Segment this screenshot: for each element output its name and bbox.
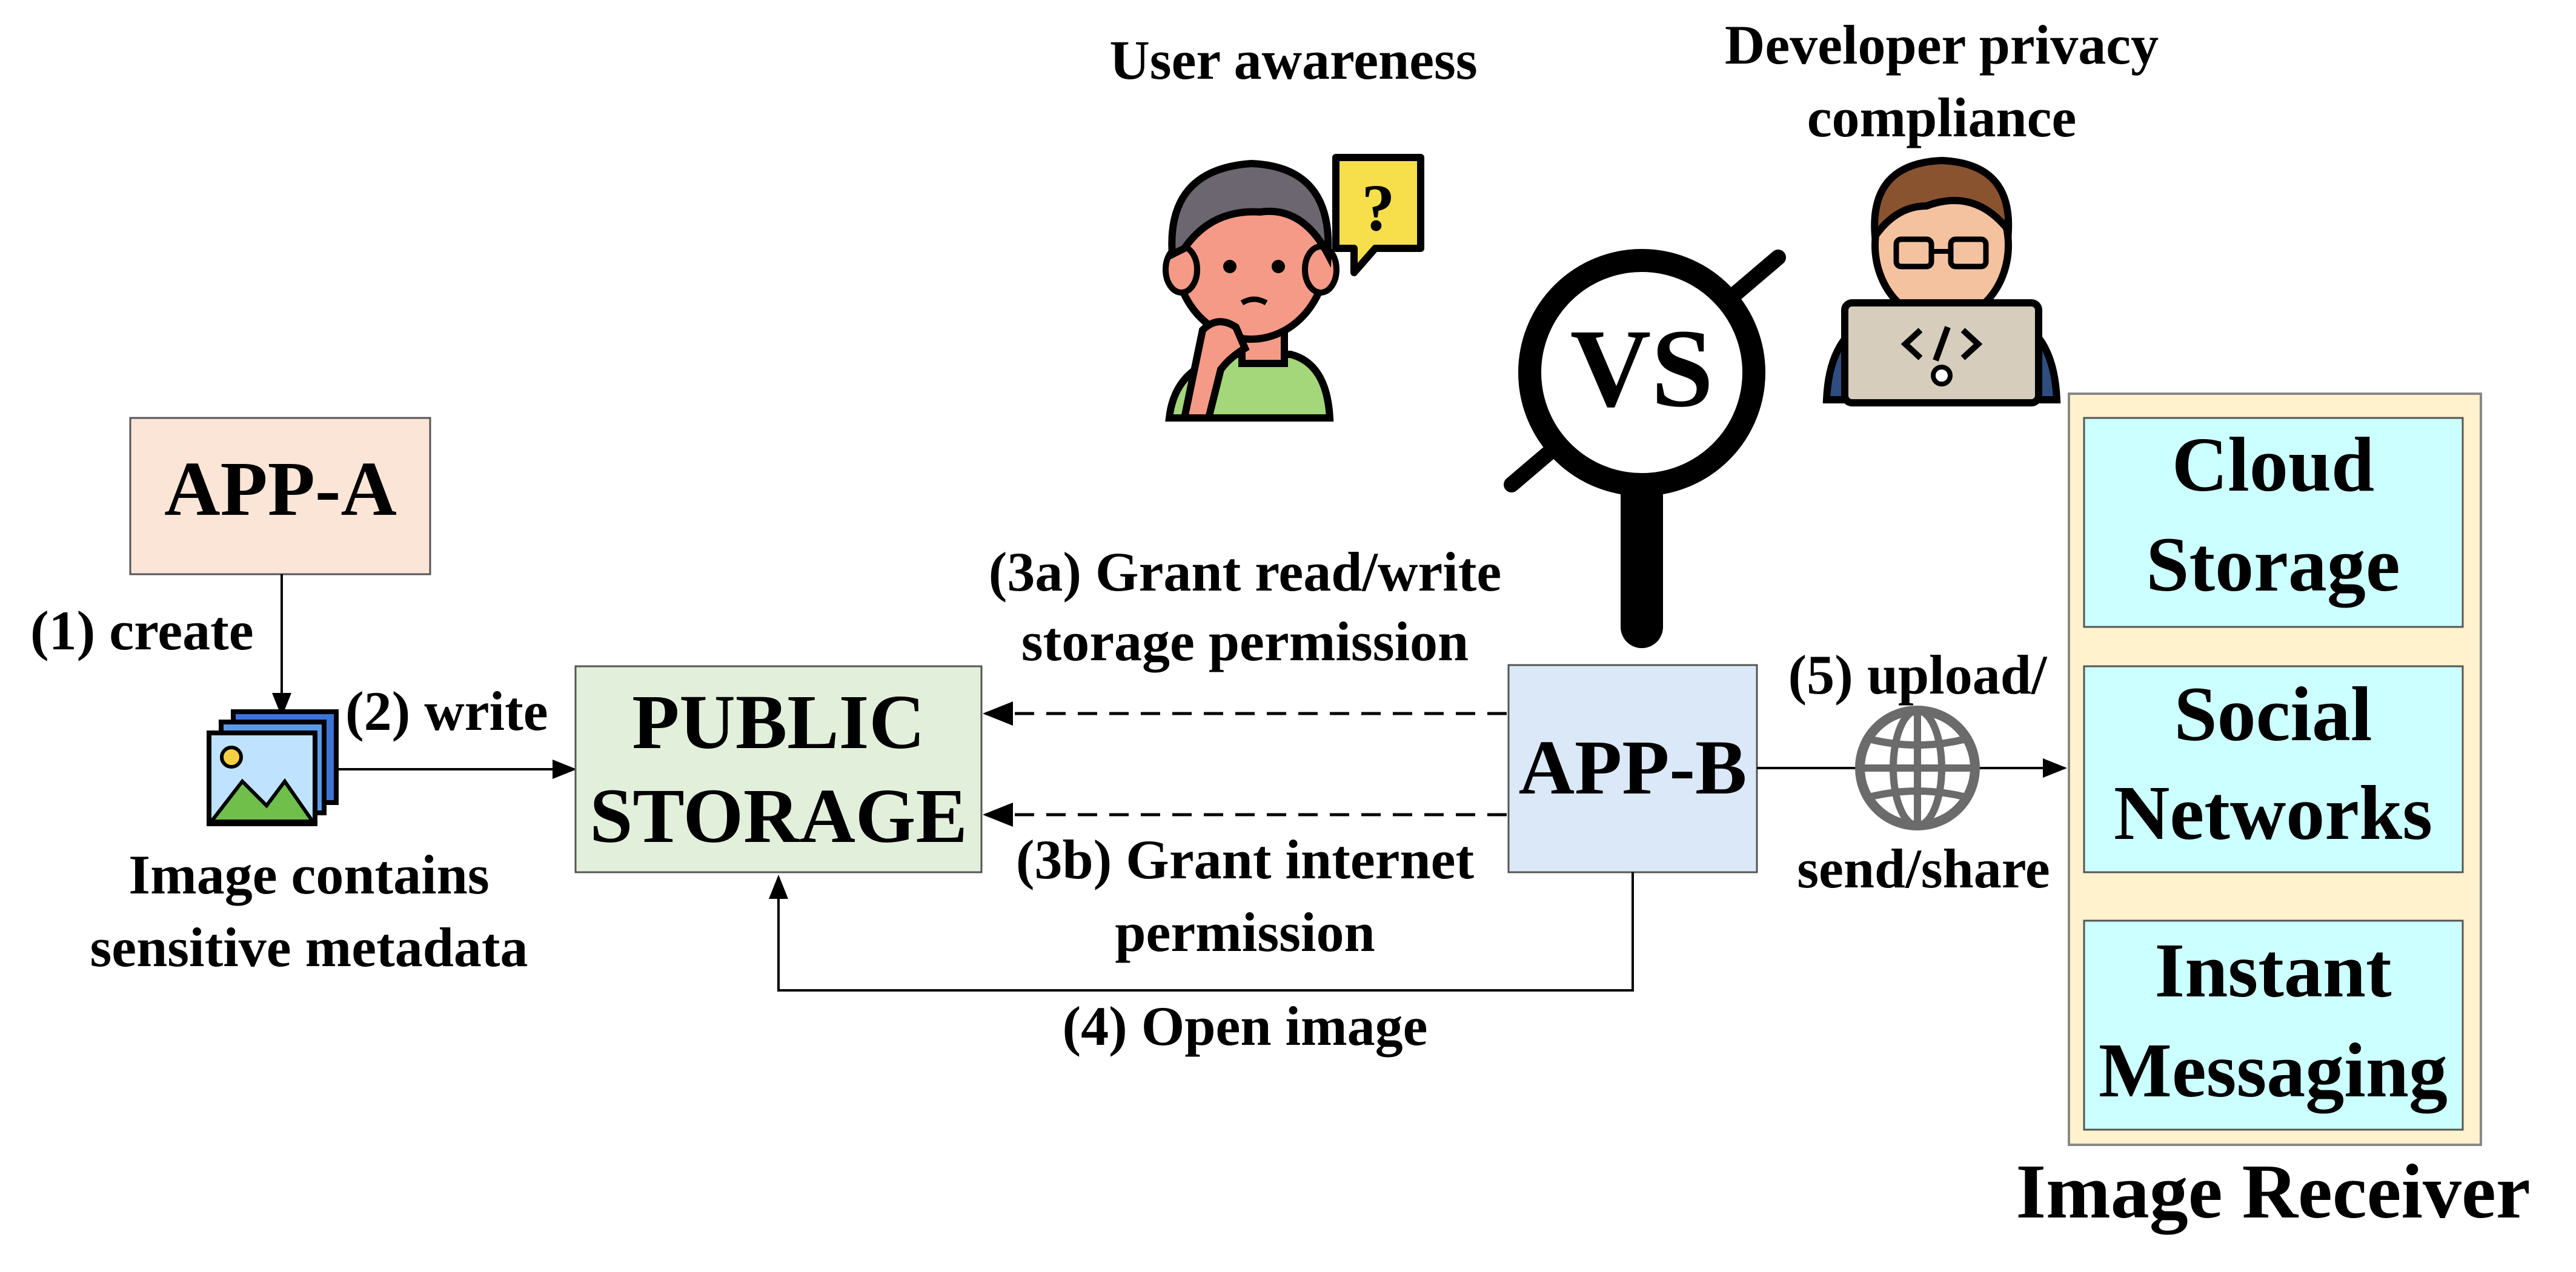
public-storage-node — [574, 665, 983, 873]
app-a-node — [129, 417, 431, 575]
create-label: (1) create — [30, 600, 254, 661]
grant-rw-label-line2: storage permission — [1021, 611, 1469, 672]
developer-heading-line2: compliance — [1807, 87, 2077, 148]
developer-laptop-icon — [1822, 156, 2061, 406]
open-image-label: (4) Open image — [1062, 995, 1427, 1057]
public-storage-label-line2: STORAGE — [589, 773, 968, 859]
instant-messaging-line1: Instant — [2154, 927, 2392, 1013]
image-caption-line1: Image contains — [128, 844, 489, 906]
image-stack-icon — [207, 709, 339, 826]
svg-text:?: ? — [1362, 171, 1395, 245]
app-b-label: APP-B — [1519, 724, 1747, 810]
globe-icon — [1855, 706, 1980, 830]
vs-label: VS — [1570, 306, 1714, 431]
user-awareness-heading: User awareness — [1109, 29, 1477, 91]
vs-magnifier-icon: VS — [1504, 249, 1786, 648]
public-storage-label-line1: PUBLIC — [632, 679, 925, 765]
image-caption-line2: sensitive metadata — [90, 916, 528, 978]
user-thinking-icon — [1163, 159, 1339, 422]
grant-net-label-line1: (3b) Grant internet — [1016, 829, 1475, 890]
app-a-label: APP-A — [164, 446, 397, 532]
receiver-item-instant-messaging — [2083, 919, 2464, 1131]
upload-label-line1: (5) upload/ — [1788, 644, 2048, 706]
receiver-item-social-networks — [2083, 665, 2464, 873]
social-networks-line2: Networks — [2114, 770, 2432, 856]
app-b-node — [1507, 664, 1758, 873]
social-networks-line1: Social — [2174, 671, 2372, 757]
question-bubble-icon: ? — [1332, 154, 1424, 276]
grant-net-label-line2: permission — [1115, 901, 1375, 963]
receiver-item-cloud-storage — [2083, 417, 2464, 628]
write-label: (2) write — [345, 680, 548, 742]
grant-rw-label-line1: (3a) Grant read/write — [989, 541, 1502, 603]
instant-messaging-line2: Messaging — [2099, 1027, 2448, 1113]
image-receiver-title: Image Receiver — [2016, 1148, 2530, 1234]
developer-heading-line1: Developer privacy — [1725, 14, 2159, 76]
open-image-arrow — [769, 872, 1634, 992]
cloud-storage-line1: Cloud — [2172, 422, 2374, 508]
upload-label-line2: send/share — [1797, 838, 2050, 899]
cloud-storage-line2: Storage — [2146, 522, 2400, 608]
